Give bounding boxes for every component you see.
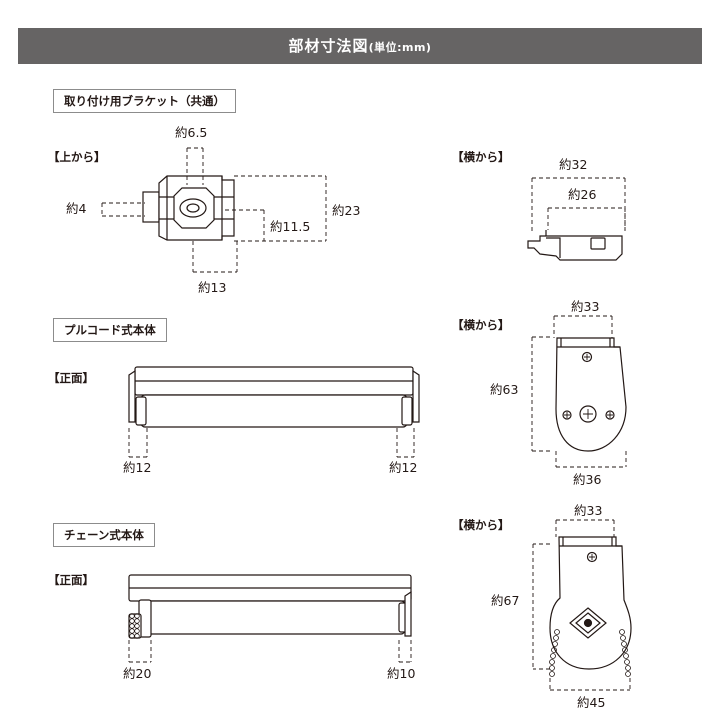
bracket-side-dim-lines bbox=[531, 177, 626, 234]
bracket-dim-23: 約23 bbox=[332, 203, 361, 218]
bracket-section-label: 取り付け用ブラケット（共通） bbox=[53, 89, 236, 113]
bracket-side-view-label: 【横から】 bbox=[452, 150, 510, 164]
bracket-dim-11-5: 約11.5 bbox=[270, 219, 311, 234]
chain-front-view-label: 【正面】 bbox=[48, 573, 94, 587]
chain-beads-side-right bbox=[619, 629, 631, 677]
bracket-dim-26: 約26 bbox=[568, 187, 597, 202]
chain-beads-front bbox=[129, 613, 140, 639]
chain-beads-side-left bbox=[549, 629, 560, 677]
bracket-dim-4: 約4 bbox=[66, 201, 87, 216]
chain-dim-height: 約67 bbox=[491, 593, 520, 608]
bracket-top-view-label: 【上から】 bbox=[48, 150, 106, 164]
page-title: 部材寸法図 bbox=[288, 37, 369, 55]
page-header: 部材寸法図(単位:mm) bbox=[18, 28, 702, 64]
chain-side-view bbox=[549, 536, 632, 677]
chain-side-dim-lines bbox=[532, 519, 631, 691]
pullcord-section-label: プルコード式本体 bbox=[53, 318, 167, 342]
bracket-dim-32: 約32 bbox=[559, 157, 588, 172]
chain-dim-top: 約33 bbox=[574, 503, 603, 518]
pullcord-side-view-label: 【横から】 bbox=[452, 318, 510, 332]
bracket-top-view bbox=[142, 175, 235, 241]
pullcord-dim-right: 約12 bbox=[389, 460, 418, 475]
pullcord-dim-top: 約33 bbox=[571, 299, 600, 314]
chain-dim-right: 約10 bbox=[387, 666, 416, 681]
chain-section-label: チェーン式本体 bbox=[53, 523, 155, 547]
chain-dim-bottom: 約45 bbox=[577, 695, 606, 710]
chain-front-dim-lines bbox=[128, 640, 412, 663]
pullcord-front-view-label: 【正面】 bbox=[48, 371, 94, 385]
bracket-side-view bbox=[527, 230, 623, 261]
pullcord-front-view bbox=[128, 366, 420, 428]
pullcord-front-dim-lines bbox=[128, 428, 415, 458]
pullcord-side-dim-lines bbox=[531, 315, 627, 468]
unit-note: (単位:mm) bbox=[368, 41, 432, 54]
chain-dim-left: 約20 bbox=[123, 666, 152, 681]
bracket-top-dim-lines bbox=[101, 147, 327, 273]
chain-front-view bbox=[128, 574, 412, 639]
pullcord-dim-height: 約63 bbox=[490, 382, 519, 397]
bracket-dim-6-5: 約6.5 bbox=[175, 125, 208, 140]
pullcord-side-view bbox=[555, 337, 627, 452]
bracket-dim-13: 約13 bbox=[198, 280, 227, 295]
pullcord-dim-bottom: 約36 bbox=[573, 472, 602, 487]
chain-side-view-label: 【横から】 bbox=[452, 518, 510, 532]
pullcord-dim-left: 約12 bbox=[123, 460, 152, 475]
